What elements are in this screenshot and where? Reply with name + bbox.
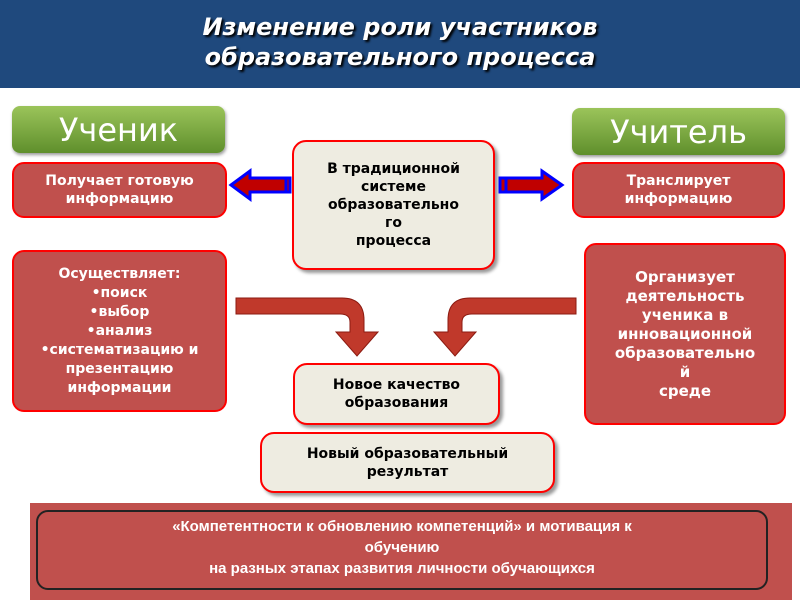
text-line: обучению [364,539,440,556]
competence-box: «Компетентности к обновлению компетенций… [36,510,768,590]
text-line: информацию [65,191,174,207]
text-line: информации [67,379,172,396]
text-line: Новое качество [332,377,461,393]
curved-arrow-right-icon [432,297,577,357]
text-line: ученика в [641,305,729,324]
curved-arrow-left-icon [235,297,380,357]
student-receives-box: Получает готовую информацию [12,162,227,218]
right-arrow-icon [498,168,565,202]
text-line: В традиционной [327,161,460,177]
text-line: образовательно [328,197,459,213]
text-line: на разных этапах развития личности обуча… [209,560,595,577]
text-line: го [385,215,402,231]
text-line: системе [361,179,426,195]
text-line: процесса [355,233,432,249]
bottom-band [30,503,792,600]
text-line: й [679,362,691,381]
text-line: «Компетентности к обновлению компетенций… [172,518,632,535]
text-line: информацию [624,191,733,207]
text-line: •поиск [91,284,148,301]
title-line-1: Изменение роли участников [202,13,598,41]
traditional-system-box: В традиционной системе образовательно го про… [292,140,495,270]
title-line-2: образовательного процесса [204,43,596,71]
text-line: •анализ [86,322,153,339]
student-label: Ученик [12,106,225,153]
text-line: Транслирует [626,173,731,189]
slide-title: Изменение роли участников образовательно… [0,0,800,88]
text-line: Получает готовую [45,173,194,189]
text-line: Осуществляет: [58,265,181,282]
text-line: •систематизацию и [40,341,199,358]
teacher-transmits-box: Транслирует информацию [572,162,785,218]
text-line: деятельность [625,286,745,305]
text-line: инновационной [617,324,753,343]
text-line: результат [366,463,449,480]
text-line: Новый образовательный [306,445,509,462]
text-line: Организует [635,267,735,286]
text-line: презентацию [65,360,174,377]
teacher-label: Учитель [572,108,785,155]
text-line: среде [658,381,712,400]
text-line: образовательно [614,343,756,362]
left-arrow-icon [228,168,292,202]
student-activities-box: Осуществляет: •поиск •выбор •анализ •система… [12,250,227,412]
text-line: •выбор [89,303,150,320]
new-quality-box: Новое качество образования [293,363,500,425]
text-line: образования [344,395,449,411]
